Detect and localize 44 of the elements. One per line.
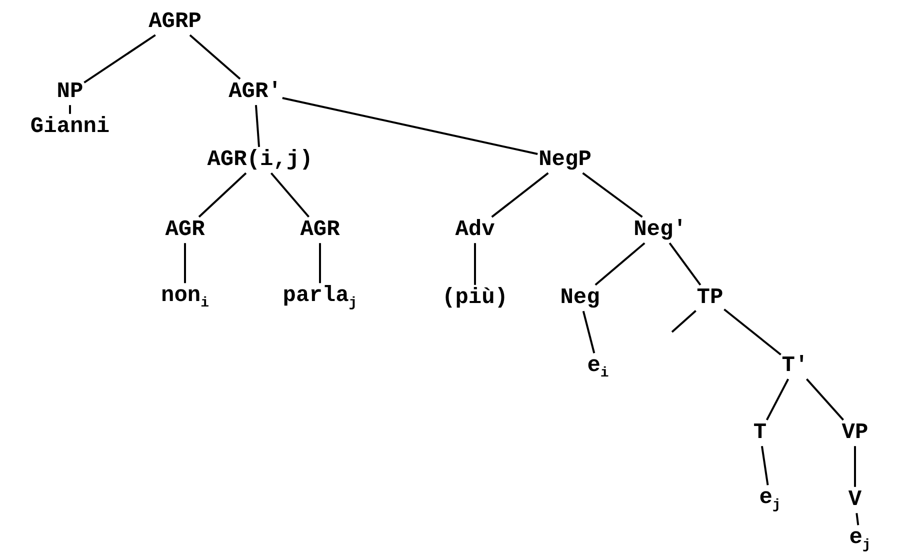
node-label: AGR(i,j) bbox=[207, 148, 313, 172]
node-label: VP bbox=[842, 420, 868, 446]
tree-branch bbox=[668, 242, 702, 286]
tree-branch bbox=[491, 172, 549, 218]
tree-branch bbox=[270, 172, 310, 218]
node-label: V bbox=[848, 488, 862, 512]
tree-branch bbox=[760, 446, 769, 486]
tree-branch bbox=[189, 34, 241, 80]
node-label: AGRP bbox=[148, 10, 202, 34]
tree-branch bbox=[84, 34, 156, 84]
node-label: e$_{j}$ bbox=[849, 526, 871, 554]
node-label: T bbox=[753, 420, 767, 446]
node-label: NegP bbox=[538, 148, 592, 172]
node-label: Neg bbox=[560, 286, 600, 310]
node-label: TP bbox=[696, 286, 724, 310]
node-label: AGR bbox=[165, 218, 205, 242]
tree-branch bbox=[582, 172, 643, 218]
tree-branch bbox=[671, 310, 696, 333]
tree-branch bbox=[854, 446, 856, 487]
tree-branch bbox=[594, 242, 646, 286]
tree-branch bbox=[724, 308, 782, 356]
node-label: NP bbox=[56, 80, 84, 104]
node-label: Adv bbox=[455, 218, 495, 242]
tree-branch bbox=[254, 105, 260, 147]
tree-branch bbox=[856, 512, 860, 526]
tree-branch bbox=[582, 310, 596, 354]
node-label: e$_{j}$ bbox=[759, 486, 781, 514]
tree-branch bbox=[282, 97, 538, 155]
node-label: (più) bbox=[442, 286, 508, 310]
node-label: Neg' bbox=[634, 218, 686, 242]
tree-branch bbox=[474, 243, 476, 285]
node-label: parla$_{j}$ bbox=[282, 284, 358, 312]
node-label: AGR bbox=[300, 218, 340, 242]
node-label: e$_{i}$ bbox=[587, 354, 609, 382]
node-label: non$_{i}$ bbox=[161, 284, 209, 312]
node-label: AGR' bbox=[228, 80, 282, 104]
tree-branch bbox=[319, 243, 321, 284]
tree-branch bbox=[184, 243, 186, 284]
node-label: Gianni bbox=[30, 114, 110, 140]
node-label: T' bbox=[782, 354, 808, 378]
tree-branch bbox=[69, 105, 71, 114]
tree-branch bbox=[766, 378, 790, 420]
tree-branch bbox=[806, 378, 844, 421]
tree-branch bbox=[198, 172, 247, 218]
